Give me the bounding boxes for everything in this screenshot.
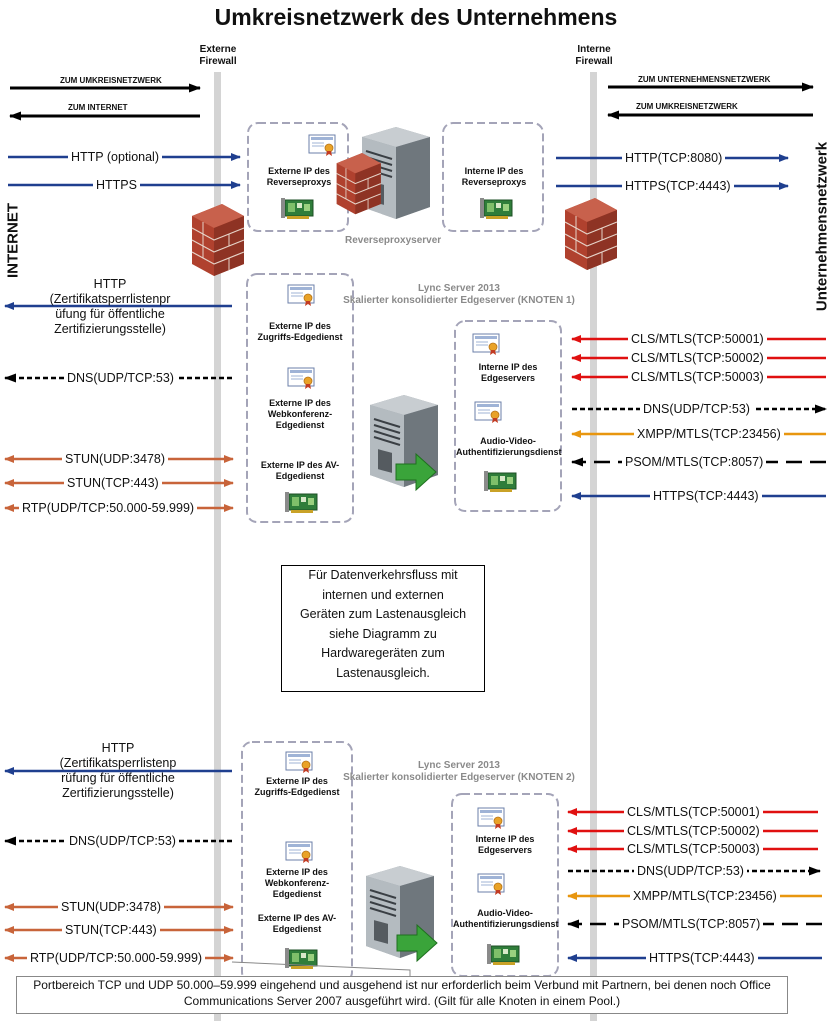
node1-flow-cls-50003: CLS/MTLS(TCP:50003)	[628, 370, 767, 385]
node1-external-webconf-ip: Externe IP des Webkonferenz-Edgedienst	[267, 398, 333, 430]
node1-header: Lync Server 2013 Skalierter konsolidiert…	[343, 283, 575, 306]
node2-flow-dns-left: DNS(UDP/TCP:53)	[66, 834, 179, 849]
node1-flow-cls-50001: CLS/MTLS(TCP:50001)	[628, 332, 767, 347]
node1-flow-dns-left: DNS(UDP/TCP:53)	[64, 371, 177, 386]
rp-external-ip-label: Externe IP des Reverseproxys	[266, 166, 332, 187]
node2-flow-dns-right: DNS(UDP/TCP:53)	[634, 864, 747, 879]
node1-flow-psom: PSOM/MTLS(TCP:8057)	[622, 455, 767, 470]
node2-external-webconf-ip: Externe IP des Webkonferenz-Edgedienst	[264, 867, 330, 899]
node2-external-av-ip: Externe IP des AV-Edgedienst	[257, 913, 337, 934]
node1-external-av-ip: Externe IP des AV-Edgedienst	[260, 460, 340, 481]
node2-flow-stun-tcp: STUN(TCP:443)	[62, 923, 160, 938]
node1-flow-rtp: RTP(UDP/TCP:50.000-59.999)	[19, 501, 198, 516]
node1-external-access-ip: Externe IP des Zugriffs-Edgedienst	[257, 321, 343, 342]
diagram-title: Umkreisnetzwerk des Unternehmens	[214, 4, 618, 30]
node2-header: Lync Server 2013 Skalierter konsolidiert…	[343, 760, 575, 783]
node2-flow-cls-50001: CLS/MTLS(TCP:50001)	[624, 805, 763, 820]
rp-flow-https: HTTPS	[93, 178, 140, 193]
node1-internal-ip: Interne IP des Edgeservers	[478, 362, 538, 383]
node2-flow-stun-udp: STUN(UDP:3478)	[58, 900, 165, 915]
internal-firewall-label: Interne Firewall	[575, 44, 613, 67]
node2-flow-cls-50003: CLS/MTLS(TCP:50003)	[624, 842, 763, 857]
node2-external-access-ip: Externe IP des Zugriffs-Edgedienst	[254, 776, 340, 797]
footnote: Portbereich TCP und UDP 50.000–59.999 ei…	[16, 976, 788, 1014]
node2-flow-psom: PSOM/MTLS(TCP:8057)	[619, 917, 764, 932]
node1-flow-https-4443: HTTPS(TCP:4443)	[650, 489, 762, 504]
node2-flow-http-crl: HTTP (Zertifikatsperrlistenp rüfung für …	[59, 741, 177, 800]
node1-flow-xmpp: XMPP/MTLS(TCP:23456)	[634, 427, 784, 442]
node2-flow-xmpp: XMPP/MTLS(TCP:23456)	[630, 889, 780, 904]
rp-flow-https-4443: HTTPS(TCP:4443)	[622, 179, 734, 194]
arrow-label-to-internet: ZUM INTERNET	[68, 103, 128, 112]
internet-zone-label: INTERNET	[4, 203, 22, 278]
node2-av-auth-service: Audio-Video-Authentifizierungsdienst	[453, 908, 559, 929]
node1-av-auth-service: Audio-Video-Authentifizierungsdienst	[456, 436, 562, 457]
arrow-label-to-corporate: ZUM UNTERNEHMENSNETZWERK	[638, 75, 771, 84]
rp-flow-http-optional: HTTP (optional)	[68, 150, 162, 165]
arrow-label-to-perimeter-right: ZUM UMKREISNETZWERK	[636, 102, 738, 111]
reverse-proxy-server-label: Reverseproxyserver	[345, 235, 442, 246]
corporate-network-zone-label: Unternehmensnetzwerk	[813, 141, 831, 312]
node1-flow-stun-udp: STUN(UDP:3478)	[62, 452, 169, 467]
node1-flow-dns-right: DNS(UDP/TCP:53)	[640, 402, 753, 417]
arrow-label-to-perimeter-left: ZUM UMKREISNETZWERK	[60, 76, 162, 85]
node1-flow-stun-tcp: STUN(TCP:443)	[64, 476, 162, 491]
node1-flow-http-crl: HTTP (Zertifikatsperrlistenpr üfung für …	[49, 277, 171, 336]
node2-internal-ip: Interne IP des Edgeservers	[475, 834, 535, 855]
node2-flow-rtp: RTP(UDP/TCP:50.000-59.999)	[27, 951, 206, 966]
node2-flow-https-4443: HTTPS(TCP:4443)	[646, 951, 758, 966]
rp-flow-http-8080: HTTP(TCP:8080)	[622, 151, 726, 166]
load-balancer-note: Für Datenverkehrsfluss mit internen und …	[281, 565, 485, 692]
node1-flow-cls-50002: CLS/MTLS(TCP:50002)	[628, 351, 767, 366]
external-firewall-label: Externe Firewall	[199, 44, 237, 67]
node2-flow-cls-50002: CLS/MTLS(TCP:50002)	[624, 824, 763, 839]
rp-internal-ip-label: Interne IP des Reverseproxys	[461, 166, 527, 187]
